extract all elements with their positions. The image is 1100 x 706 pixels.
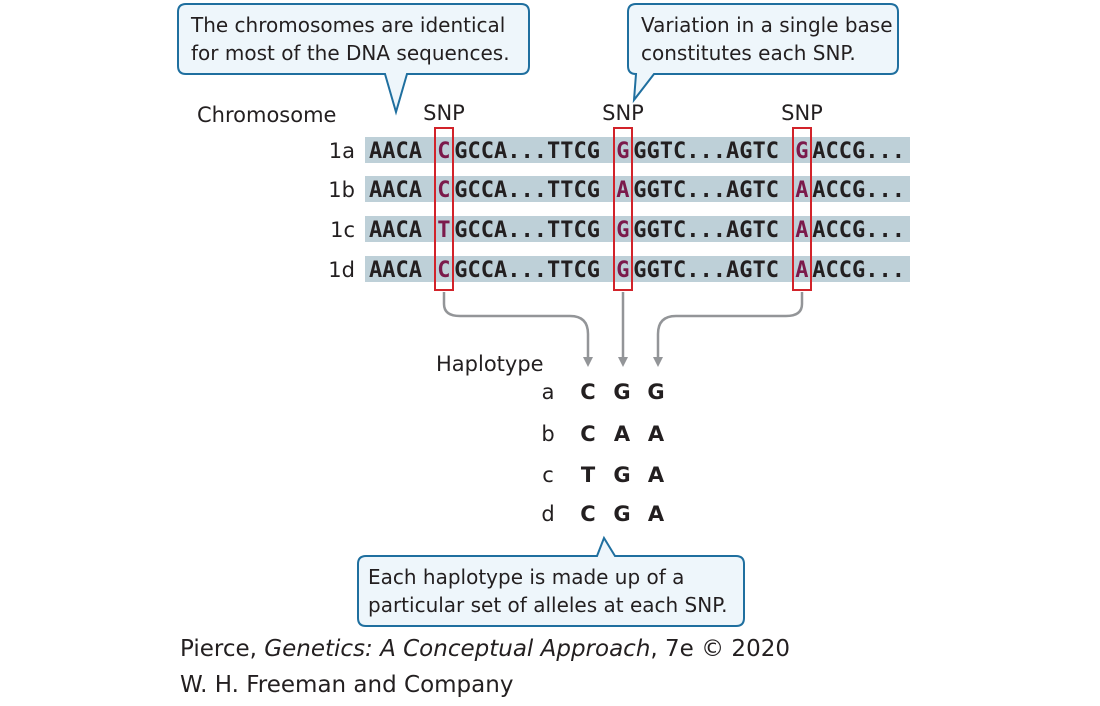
haplotype-b-allele-2: A xyxy=(614,422,631,446)
callout-identical-box xyxy=(177,3,530,116)
seq-1b-snp-3: A xyxy=(795,178,808,203)
callout-haplotype-line-2: particular set of alleles at each SNP. xyxy=(368,593,728,617)
seq-1c-snp-1: T xyxy=(437,218,450,243)
seq-1a-snp-3: G xyxy=(795,139,808,164)
credit-edition: , 7e © 2020 xyxy=(650,636,790,662)
arrow-snp-3 xyxy=(653,292,804,367)
haplotype-a-allele-1: C xyxy=(580,380,595,404)
callout-haplotype: Each haplotype is made up of a particula… xyxy=(357,535,745,627)
credit-author: Pierce, xyxy=(180,636,265,662)
chromosome-header: Chromosome xyxy=(197,103,336,127)
seq-1d-snp-3: A xyxy=(795,258,808,283)
arrow-snp-1 xyxy=(442,292,593,367)
haplotype-label-d: d xyxy=(541,502,554,526)
seq-1b-part-3: GGTC...AGTC xyxy=(633,178,779,203)
seq-1c-part-3: GGTC...AGTC xyxy=(633,218,779,243)
seq-1b-snp-1: C xyxy=(437,178,450,203)
seq-1d-part-2: GCCA...TTCG xyxy=(454,258,600,283)
seq-1d-part-1: AACA xyxy=(369,258,422,283)
haplotype-a-allele-3: G xyxy=(647,380,664,404)
credit-title: Genetics: A Conceptual Approach xyxy=(264,636,651,662)
seq-1b-part-4: ACCG... xyxy=(812,178,905,203)
sequence-band-1c xyxy=(365,216,910,242)
chromosome-label-1d: 1d xyxy=(328,258,355,282)
sequence-band-1a xyxy=(365,137,910,163)
haplotype-label-c: c xyxy=(542,463,554,487)
seq-1a-snp-2: G xyxy=(616,139,629,164)
chromosome-label-1b: 1b xyxy=(328,178,355,202)
callout-variation-line-2: constitutes each SNP. xyxy=(641,41,856,65)
haplotype-d-allele-2: G xyxy=(613,502,630,526)
callout-variation-line-1: Variation in a single base xyxy=(641,13,893,37)
snp-label-3: SNP xyxy=(781,101,823,125)
haplotype-c-allele-3: A xyxy=(648,463,665,487)
sequence-band-1d xyxy=(365,256,910,282)
seq-1c-part-1: AACA xyxy=(369,218,422,243)
seq-1c-part-2: GCCA...TTCG xyxy=(454,218,600,243)
haplotype-b-allele-3: A xyxy=(648,422,665,446)
haplotype-c-allele-1: T xyxy=(581,463,596,487)
haplotype-c-allele-2: G xyxy=(613,463,630,487)
callout-identical-line-1: The chromosomes are identical xyxy=(190,13,505,37)
snp-box-1 xyxy=(434,127,454,291)
callout-variation-box xyxy=(627,3,899,104)
haplotype-label-b: b xyxy=(541,422,554,446)
credit-line-1: Pierce, Genetics: A Conceptual Approach,… xyxy=(180,636,790,662)
seq-1a-part-4: ACCG... xyxy=(812,139,905,164)
credit-line-2: W. H. Freeman and Company xyxy=(180,672,514,698)
seq-1d-snp-1: C xyxy=(437,258,450,283)
snp-box-3 xyxy=(792,127,812,291)
seq-1b-part-1: AACA xyxy=(369,178,422,203)
seq-1c-part-4: ACCG... xyxy=(812,218,905,243)
haplotype-b-allele-1: C xyxy=(580,422,595,446)
haplotype-d-allele-3: A xyxy=(648,502,665,526)
callout-variation: Variation in a single base constitutes e… xyxy=(627,3,899,104)
chromosome-label-1c: 1c xyxy=(330,218,355,242)
haplotype-a-allele-2: G xyxy=(613,380,630,404)
callout-haplotype-box xyxy=(357,535,745,627)
haplotype-d-allele-1: C xyxy=(580,502,595,526)
seq-1c-snp-2: G xyxy=(616,218,629,243)
snp-box-2 xyxy=(613,127,633,291)
haplotype-header: Haplotype xyxy=(436,352,544,376)
seq-1b-snp-2: A xyxy=(616,178,629,203)
seq-1a-part-1: AACA xyxy=(369,139,422,164)
seq-1d-snp-2: G xyxy=(616,258,629,283)
haplotype-label-a: a xyxy=(542,380,555,404)
seq-1b-part-2: GCCA...TTCG xyxy=(454,178,600,203)
sequence-band-1b xyxy=(365,176,910,202)
callout-haplotype-line-1: Each haplotype is made up of a xyxy=(368,565,684,589)
chromosome-label-1a: 1a xyxy=(329,139,355,163)
seq-1c-snp-3: A xyxy=(795,218,808,243)
callout-identical-line-2: for most of the DNA sequences. xyxy=(191,41,510,65)
snp-label-2: SNP xyxy=(602,101,644,125)
callout-identical: The chromosomes are identical for most o… xyxy=(177,3,530,116)
seq-1d-part-3: GGTC...AGTC xyxy=(633,258,779,283)
seq-1a-part-3: GGTC...AGTC xyxy=(633,139,779,164)
seq-1a-snp-1: C xyxy=(437,139,450,164)
snp-label-1: SNP xyxy=(423,101,465,125)
seq-1a-part-2: GCCA...TTCG xyxy=(454,139,600,164)
seq-1d-part-4: ACCG... xyxy=(812,258,905,283)
